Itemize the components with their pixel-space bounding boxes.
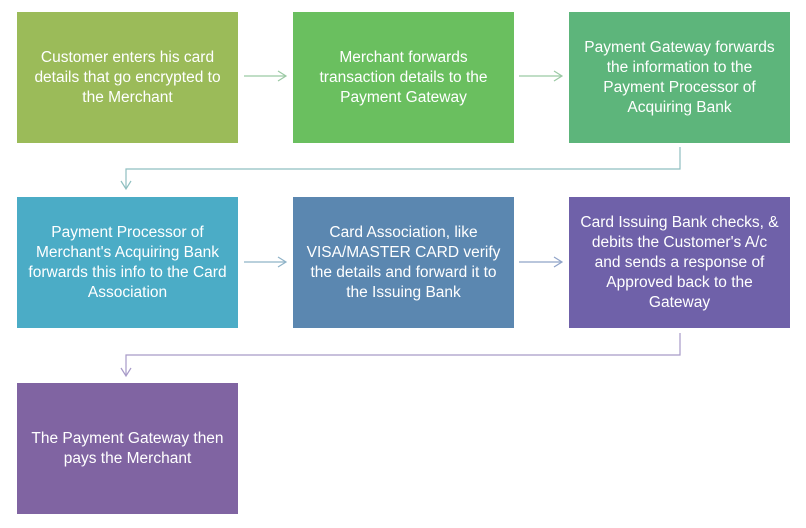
step-3-box: Payment Gateway forwards the information… [569, 12, 790, 143]
step-4-box: Payment Processor of Merchant's Acquirin… [17, 197, 238, 328]
step-5-text: Card Association, like VISA/MASTER CARD … [306, 223, 501, 301]
arrow-step5-to-step6 [519, 256, 564, 268]
step-7-text: The Payment Gateway then pays the Mercha… [31, 429, 224, 467]
step-4-text: Payment Processor of Merchant's Acquirin… [28, 223, 227, 301]
step-1-text: Customer enters his card details that go… [34, 48, 221, 106]
step-5-box: Card Association, like VISA/MASTER CARD … [293, 197, 514, 328]
step-3-text: Payment Gateway forwards the information… [584, 38, 775, 116]
arrow-step4-to-step5 [244, 256, 288, 268]
arrow-step6-to-step7 [120, 333, 681, 378]
step-1-box: Customer enters his card details that go… [17, 12, 238, 143]
step-2-box: Merchant forwards transaction details to… [293, 12, 514, 143]
step-7-box: The Payment Gateway then pays the Mercha… [17, 383, 238, 514]
arrow-step3-to-step4 [120, 147, 681, 191]
step-2-text: Merchant forwards transaction details to… [319, 48, 488, 106]
arrow-step2-to-step3 [519, 70, 564, 82]
step-6-box: Card Issuing Bank checks, & debits the C… [569, 197, 790, 328]
arrow-step1-to-step2 [244, 70, 288, 82]
step-6-text: Card Issuing Bank checks, & debits the C… [580, 213, 779, 311]
